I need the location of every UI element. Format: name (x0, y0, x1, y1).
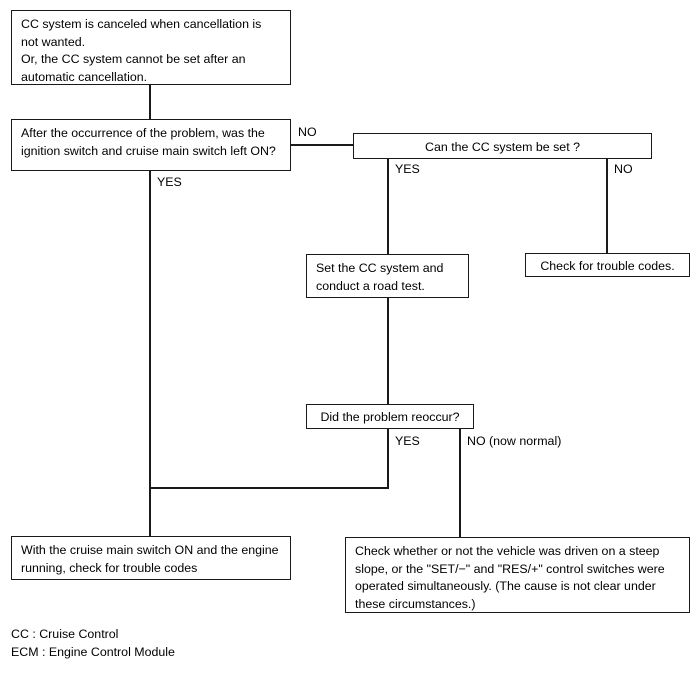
edge-canset-no-down (606, 158, 608, 254)
edge-label-ignition-yes: YES (157, 175, 182, 189)
edge-reoccur-no-down (459, 429, 461, 537)
edge-roadtest-to-reoccur (387, 297, 389, 404)
node-action-set-road-test: Set the CC system and conduct a road tes… (306, 254, 469, 298)
node-question-reoccur: Did the problem reoccur? (306, 404, 474, 429)
edge-label-canset-no: NO (614, 162, 633, 176)
node-symptom: CC system is canceled when cancellation … (11, 10, 291, 85)
edge-label-ignition-no: NO (298, 125, 317, 139)
edge-symptom-to-ignition (149, 84, 151, 120)
edge-merge-to-bottom-left (149, 487, 151, 536)
edge-label-reoccur-no: NO (now normal) (467, 434, 562, 448)
node-action-check-codes-right: Check for trouble codes. (525, 253, 690, 277)
edge-merge-bar (149, 487, 389, 489)
edge-canset-yes-down (387, 158, 389, 254)
node-action-check-codes-bottom: With the cruise main switch ON and the e… (11, 536, 291, 580)
abbreviation-legend: CC : Cruise Control ECM : Engine Control… (11, 627, 175, 659)
edge-ignition-yes-down (149, 170, 151, 488)
edge-label-canset-yes: YES (395, 162, 420, 176)
edge-reoccur-yes-down (387, 429, 389, 488)
node-action-check-steep-slope: Check whether or not the vehicle was dri… (345, 537, 690, 613)
edge-ignition-no-to-canset (290, 144, 354, 146)
node-question-ignition: After the occurrence of the problem, was… (11, 119, 291, 171)
edge-label-reoccur-yes: YES (395, 434, 420, 448)
node-question-can-set: Can the CC system be set ? (353, 133, 652, 159)
